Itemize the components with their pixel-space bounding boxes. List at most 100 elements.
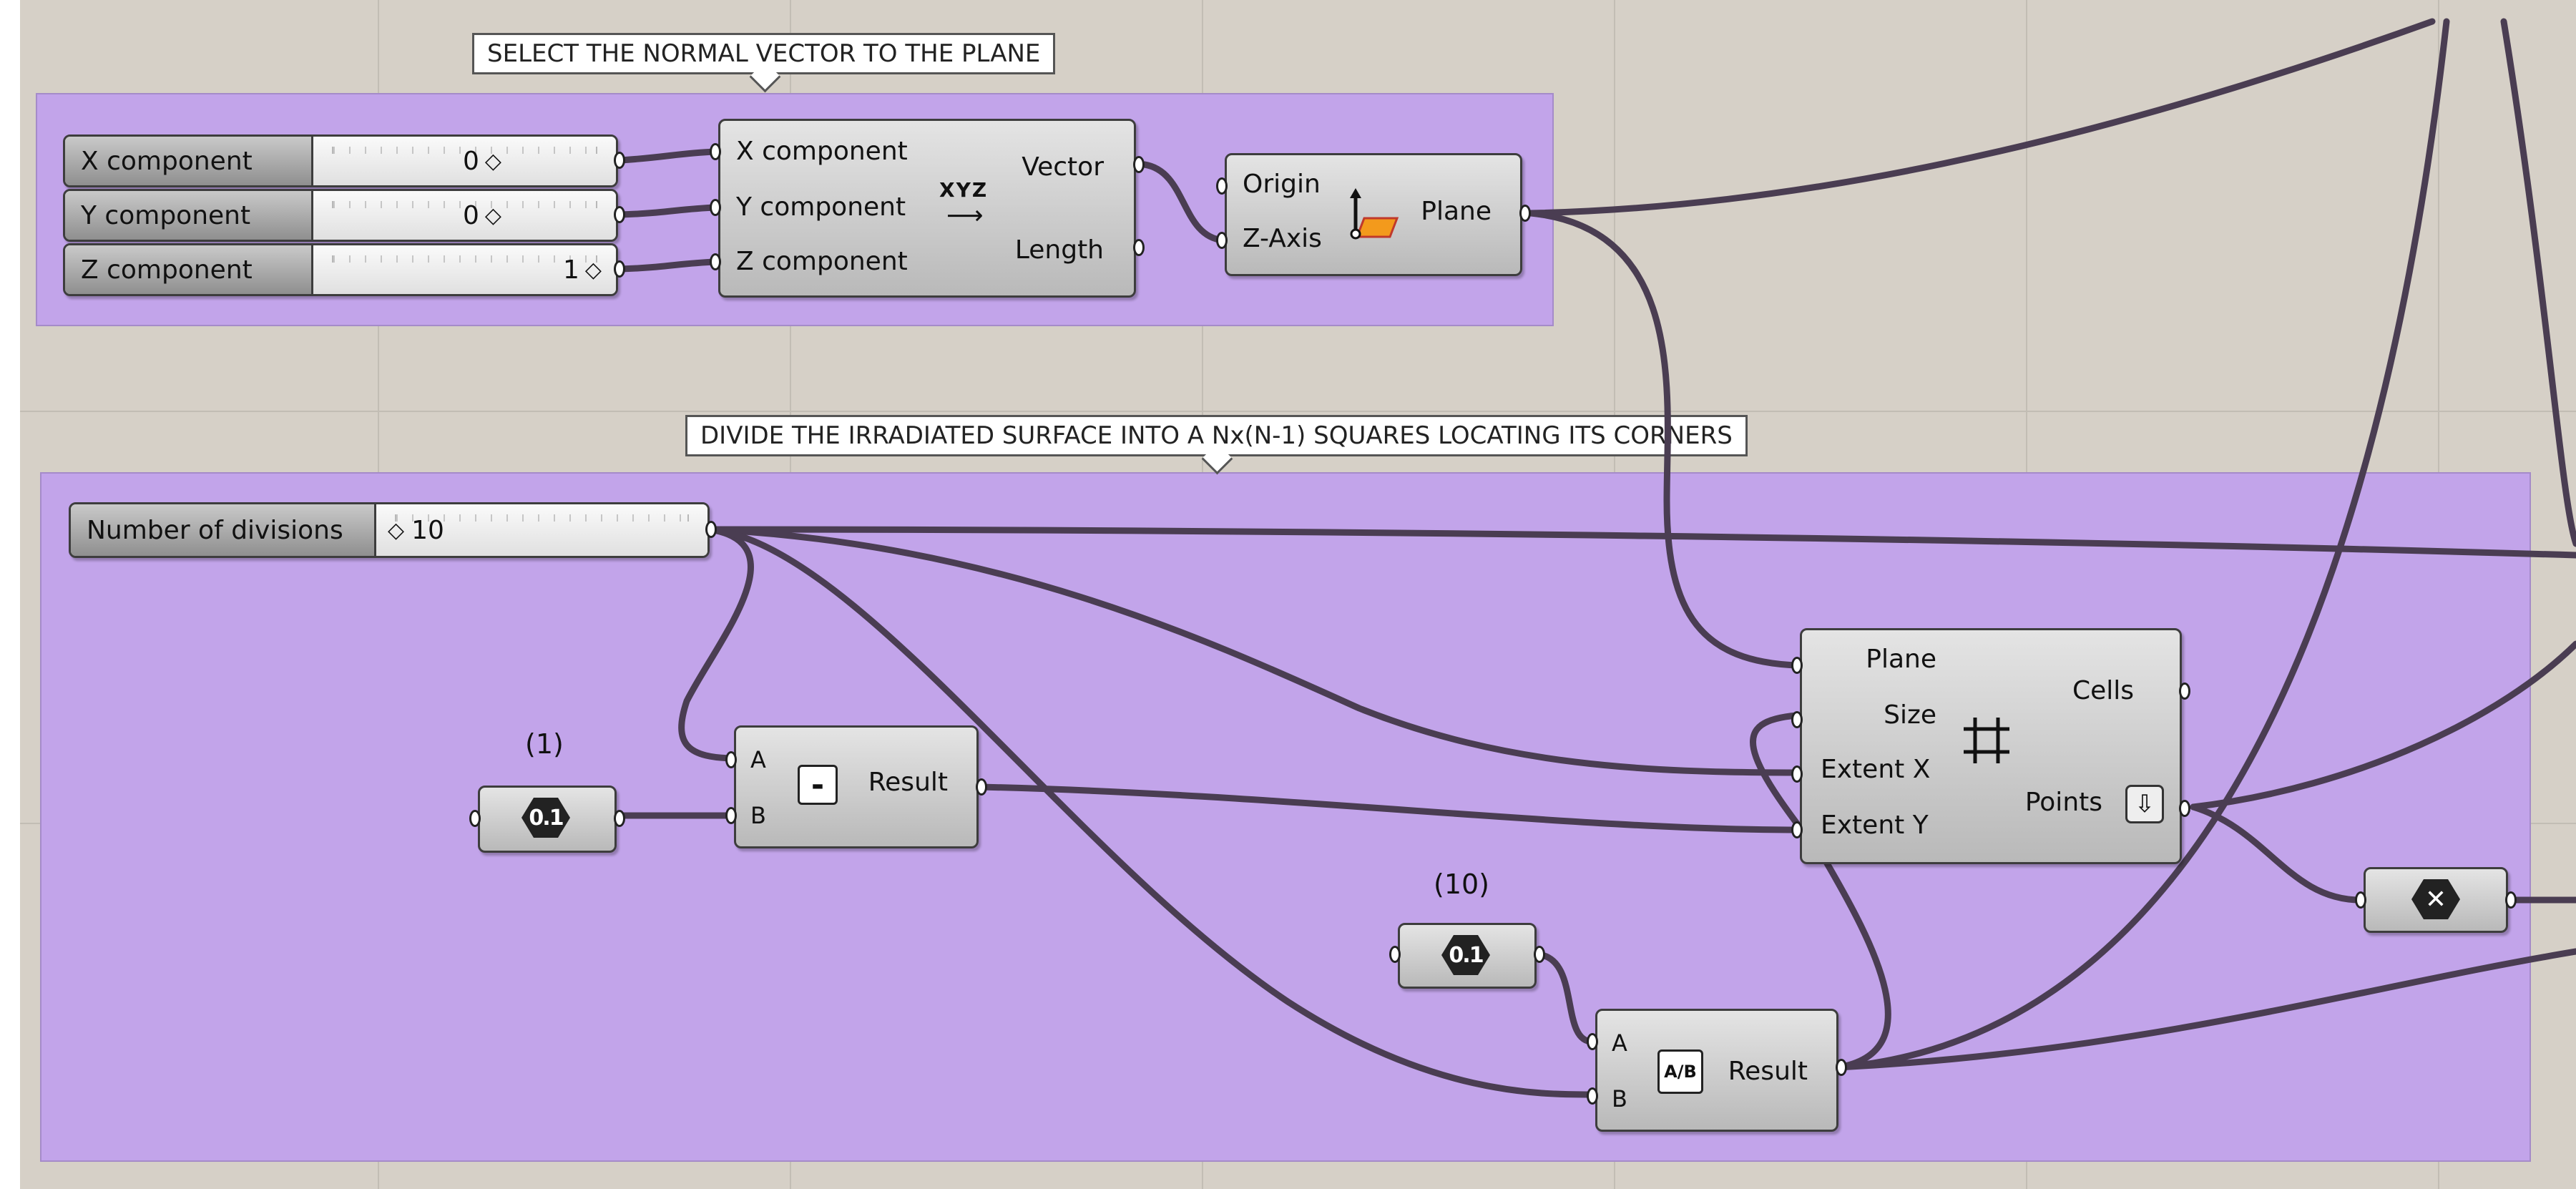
vector-input-z-label: Z component <box>736 247 908 276</box>
wire-vector-zaxis <box>1141 161 1227 244</box>
grid-output-cells-port[interactable] <box>2179 682 2190 700</box>
construct-plane-component[interactable]: Origin Z-Axis Plane <box>1225 153 1522 276</box>
number-caption-one: (1) <box>525 728 564 760</box>
grid-input-extentx-label: Extent X <box>1821 755 1931 784</box>
vector-input-x-port[interactable] <box>710 143 721 160</box>
slider-handle-icon[interactable]: ◇ <box>484 148 501 174</box>
wire-y <box>617 204 719 218</box>
vector-output-length-label: Length <box>1014 235 1104 265</box>
slider-n-output-port[interactable] <box>705 521 717 538</box>
plane-icon <box>1350 188 1399 240</box>
callout-divide-surface: DIVIDE THE IRRADIATED SURFACE INTO A Nx(… <box>685 415 1748 475</box>
plane-input-origin-port[interactable] <box>1216 177 1228 195</box>
vector-input-y-label: Y component <box>736 192 906 222</box>
slider-handle-icon[interactable]: ◇ <box>484 202 501 228</box>
cull-param-component[interactable]: ✕ <box>2364 867 2508 933</box>
vector-input-x-label: X component <box>736 137 908 166</box>
number-one-output-port[interactable] <box>614 810 625 827</box>
grid-input-extentx-port[interactable] <box>1791 765 1803 783</box>
wire-ten-divide-a <box>1534 951 1596 1045</box>
slider-y-output-port[interactable] <box>614 206 625 223</box>
grid-input-plane-label: Plane <box>1866 645 1936 674</box>
divide-input-a-port[interactable] <box>1587 1033 1598 1050</box>
grid-input-extenty-port[interactable] <box>1791 821 1803 838</box>
subtract-input-b-port[interactable] <box>725 807 737 824</box>
slider-x-component[interactable]: X component 0◇ <box>63 134 618 187</box>
slider-track[interactable]: 0◇ <box>313 191 616 240</box>
vector-output-vector-label: Vector <box>1022 152 1104 182</box>
wire-n-divide-b <box>706 526 1596 1098</box>
slider-track[interactable]: 1◇ <box>313 245 616 294</box>
number-ten-output-port[interactable] <box>1534 946 1545 963</box>
grid-icon <box>1964 718 2009 763</box>
subtract-output-label: Result <box>868 768 948 797</box>
wire-n-top-right <box>706 526 2576 559</box>
wire-plane-out-top <box>1527 18 2436 217</box>
grid-output-points-port[interactable] <box>2179 800 2190 817</box>
wire-points-up <box>2190 640 2576 811</box>
grid-input-extenty-label: Extent Y <box>1821 811 1929 840</box>
grid-input-plane-port[interactable] <box>1791 657 1803 674</box>
wire-n-subtract-a <box>678 526 754 762</box>
wire-divide-out2 <box>1835 948 2576 1071</box>
number-param-ten[interactable]: 0.1 <box>1398 923 1537 989</box>
slider-value: 0 <box>463 200 479 230</box>
number-hex-icon: 0.1 <box>521 798 570 838</box>
slider-handle-icon[interactable]: ◇ <box>584 257 602 283</box>
vector-xyz-icon: XYZ <box>939 178 989 202</box>
slider-value: 1 <box>563 255 579 285</box>
division-component[interactable]: A B A/B Result <box>1595 1009 1838 1132</box>
divide-input-b-port[interactable] <box>1587 1087 1598 1105</box>
subtract-input-b-label: B <box>750 802 766 829</box>
grid-output-cells-label: Cells <box>2072 676 2134 705</box>
slider-label: Z component <box>65 245 313 294</box>
callout-normal-vector: SELECT THE NORMAL VECTOR TO THE PLANE <box>472 33 1056 93</box>
number-param-one[interactable]: 0.1 <box>478 786 617 853</box>
flatten-down-arrow-icon[interactable]: ⇩ <box>2125 785 2164 823</box>
number-one-input-port[interactable] <box>469 810 481 827</box>
slider-number-of-divisions[interactable]: Number of divisions ◇10 <box>69 502 710 558</box>
subtract-input-a-port[interactable] <box>725 751 737 768</box>
plane-output-label: Plane <box>1421 197 1492 226</box>
slider-x-output-port[interactable] <box>614 152 625 169</box>
subtract-input-a-label: A <box>750 746 766 773</box>
plane-input-zaxis-port[interactable] <box>1216 232 1228 249</box>
vector-output-vector-port[interactable] <box>1133 156 1145 173</box>
wire-plane-to-grid <box>1527 210 1801 669</box>
divide-output-port[interactable] <box>1836 1059 1847 1076</box>
grid-input-size-port[interactable] <box>1791 711 1803 728</box>
number-caption-ten: (10) <box>1434 868 1490 900</box>
subtraction-component[interactable]: A B - Result <box>734 725 979 848</box>
cull-output-port[interactable] <box>2505 891 2517 909</box>
divide-input-a-label: A <box>1612 1029 1627 1057</box>
slider-value: 10 <box>411 515 444 545</box>
slider-track[interactable]: ◇10 <box>376 504 707 556</box>
number-ten-input-port[interactable] <box>1389 946 1401 963</box>
slider-value: 0 <box>463 146 479 176</box>
vector-output-length-port[interactable] <box>1133 239 1145 256</box>
wire-divide-out1 <box>1835 18 2450 1071</box>
wire-subtract-extenty <box>976 783 1801 833</box>
cull-input-port[interactable] <box>2355 891 2366 909</box>
slider-label: Y component <box>65 191 313 240</box>
slider-z-component[interactable]: Z component 1◇ <box>63 243 618 296</box>
wire-x <box>617 148 719 164</box>
slider-z-output-port[interactable] <box>614 260 625 278</box>
plane-output-port[interactable] <box>1519 205 1531 222</box>
subtract-output-port[interactable] <box>976 778 987 796</box>
plane-input-origin-label: Origin <box>1243 170 1321 199</box>
square-grid-component[interactable]: Plane Size Extent X Extent Y Cells Point… <box>1800 628 2182 864</box>
divide-icon: A/B <box>1657 1049 1703 1094</box>
slider-label: Number of divisions <box>71 504 376 556</box>
vector-input-y-port[interactable] <box>710 199 721 216</box>
wire-far-right <box>2500 18 2576 547</box>
slider-y-component[interactable]: Y component 0◇ <box>63 189 618 242</box>
vector-xyz-component[interactable]: X component Y component Z component XYZ … <box>718 119 1136 298</box>
slider-handle-icon[interactable]: ◇ <box>388 517 405 543</box>
slider-track[interactable]: 0◇ <box>313 137 616 185</box>
slider-label: X component <box>65 137 313 185</box>
vector-input-z-port[interactable] <box>710 253 721 270</box>
divide-input-b-label: B <box>1612 1085 1627 1112</box>
number-hex-icon: 0.1 <box>1441 935 1490 975</box>
